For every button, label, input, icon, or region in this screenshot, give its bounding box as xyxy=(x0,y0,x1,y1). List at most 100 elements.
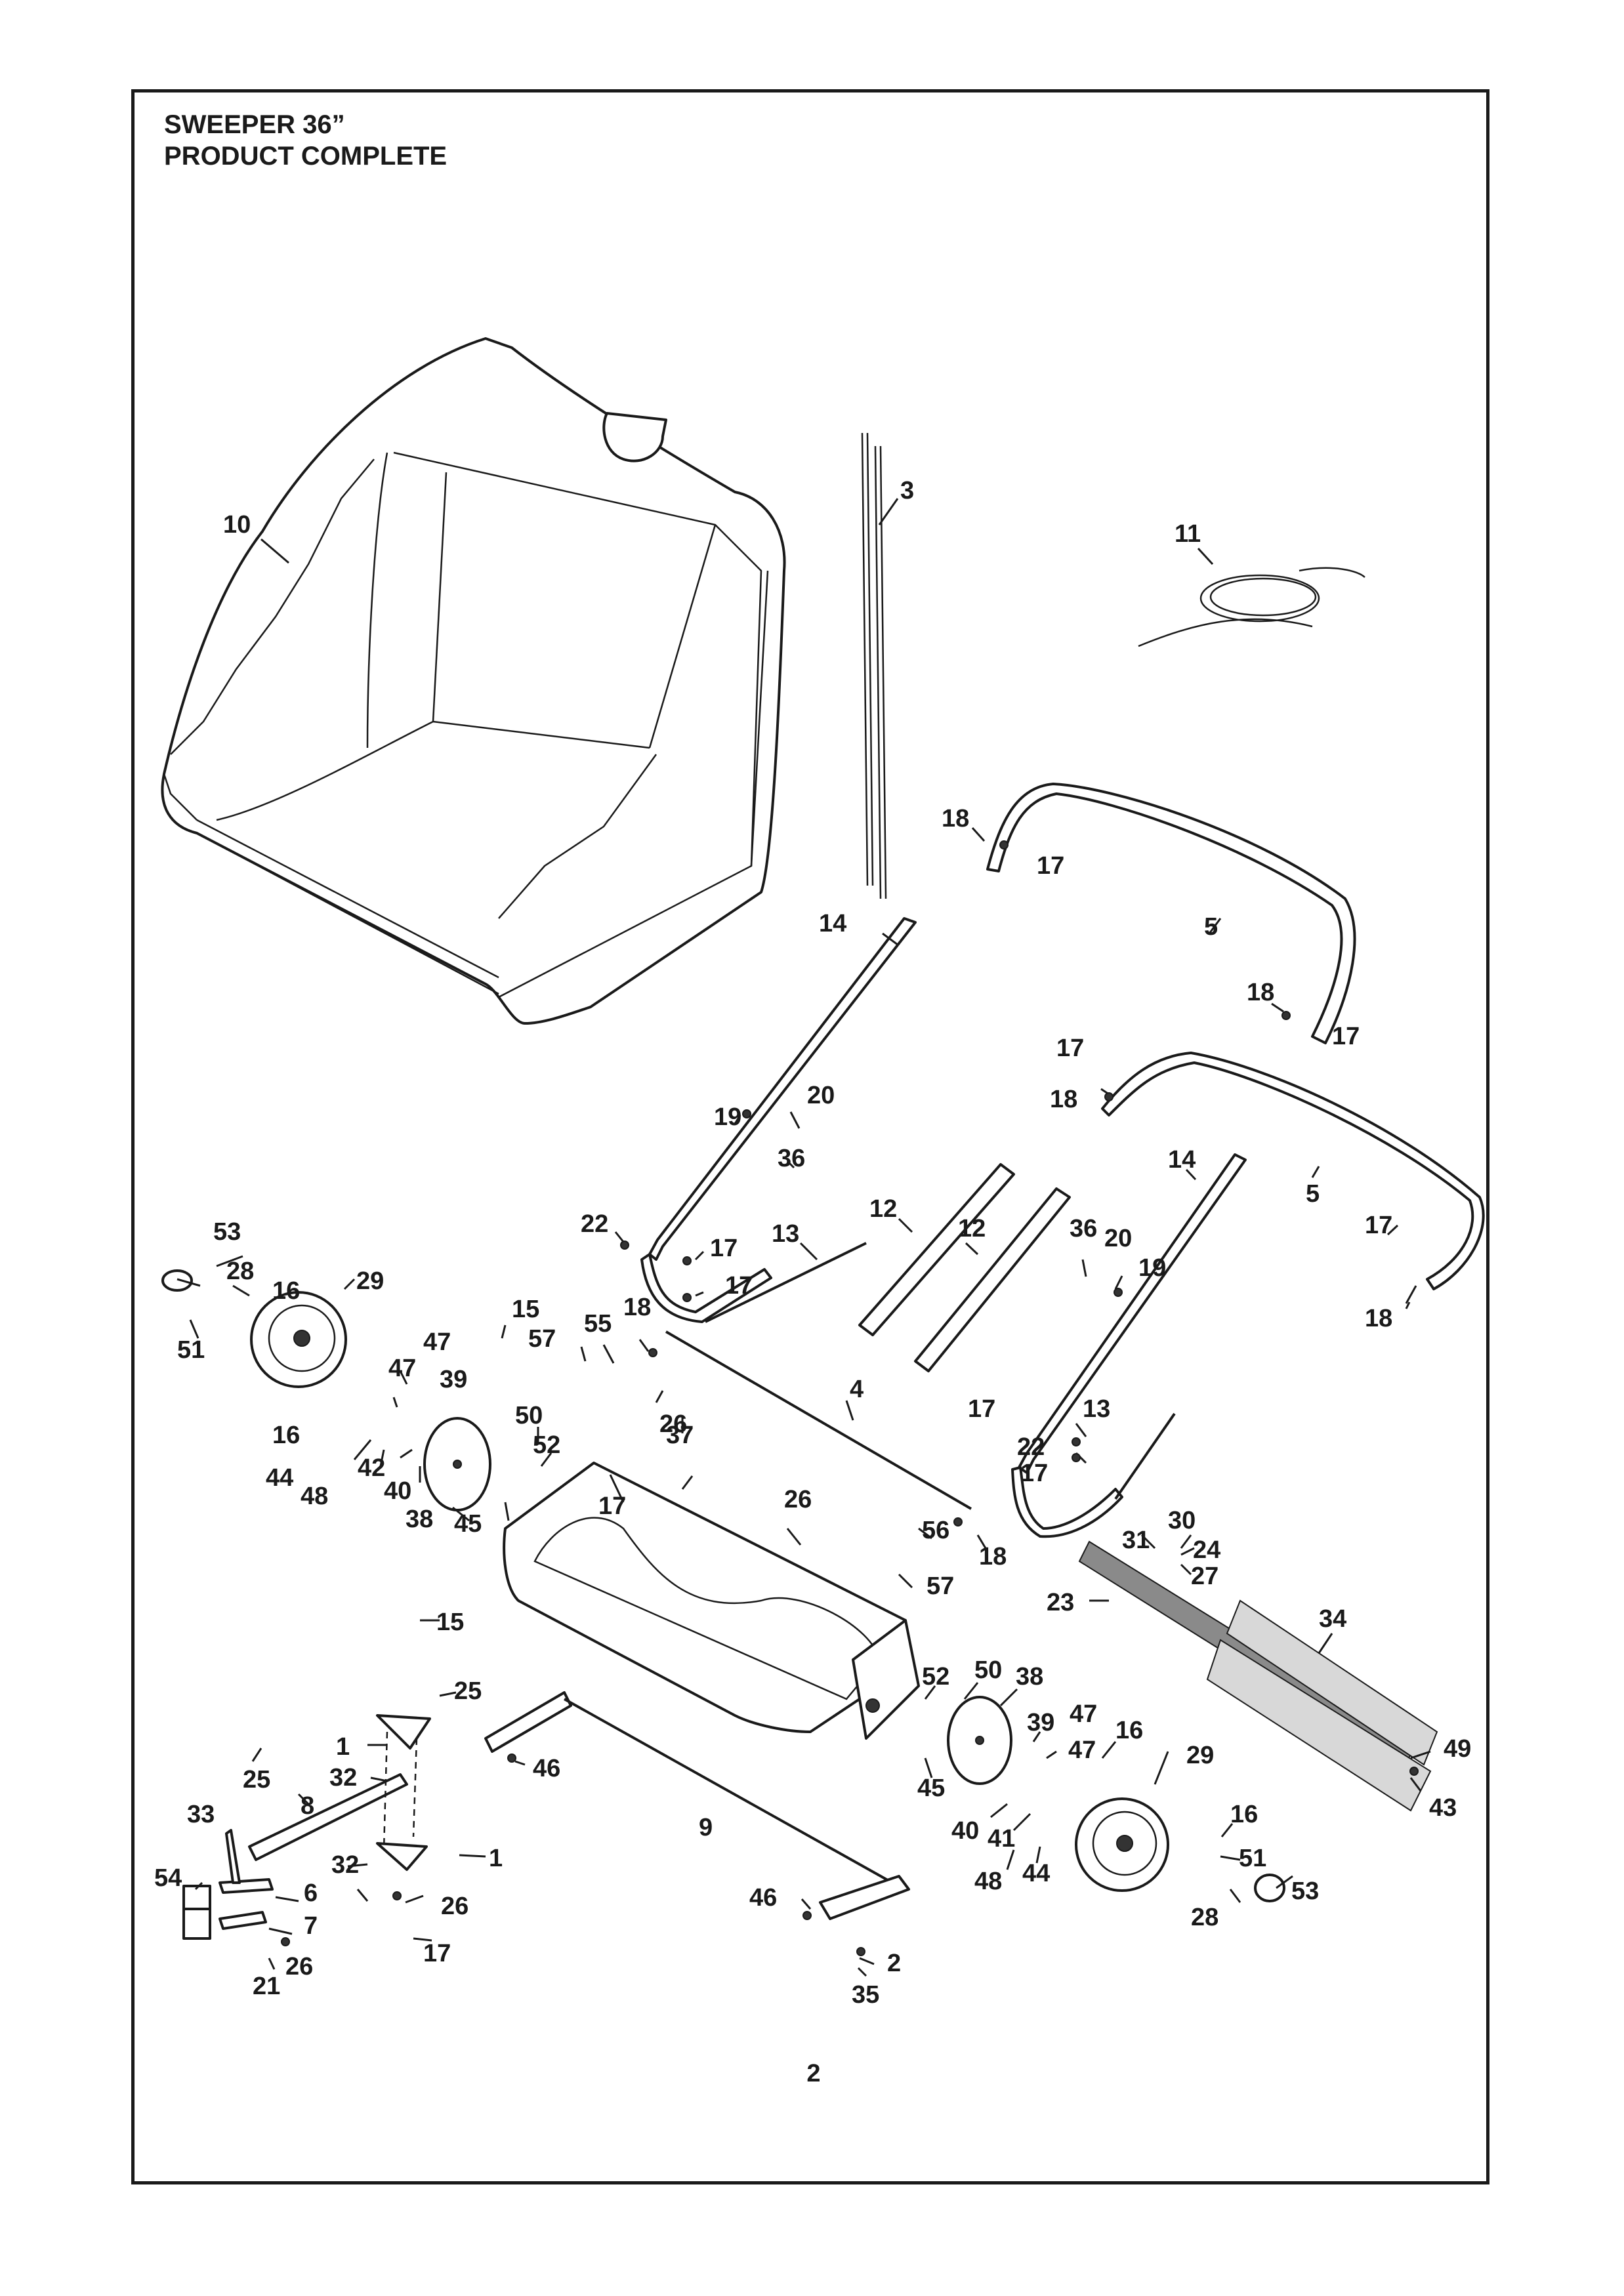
callout-40: 40 xyxy=(384,1477,411,1505)
title-line-2: PRODUCT COMPLETE xyxy=(164,142,448,171)
callout-18: 18 xyxy=(979,1543,1007,1570)
callout-47: 47 xyxy=(388,1355,416,1382)
callout-47: 47 xyxy=(423,1328,451,1356)
callout-42: 42 xyxy=(358,1454,385,1482)
callout-12: 12 xyxy=(958,1215,986,1242)
callout-38: 38 xyxy=(1016,1663,1043,1691)
wheel-right xyxy=(1075,1797,1169,1892)
page-number: 2 xyxy=(806,2060,821,2087)
callout-19: 19 xyxy=(714,1103,741,1131)
callout-17: 17 xyxy=(1056,1035,1084,1062)
callout-10: 10 xyxy=(223,511,251,539)
callout-29: 29 xyxy=(356,1267,384,1295)
callout-49: 49 xyxy=(1444,1735,1471,1763)
callout-6: 6 xyxy=(304,1879,318,1907)
callout-26: 26 xyxy=(285,1953,313,1980)
callout-18: 18 xyxy=(623,1294,651,1321)
callout-45: 45 xyxy=(454,1510,482,1538)
callout-15: 15 xyxy=(512,1296,539,1323)
callout-2: 2 xyxy=(887,1950,901,1977)
callout-18: 18 xyxy=(1247,979,1274,1006)
callout-13: 13 xyxy=(772,1220,799,1248)
callout-17: 17 xyxy=(598,1492,626,1520)
lower-tube-left xyxy=(640,917,917,1323)
callout-17: 17 xyxy=(1332,1023,1360,1050)
callout-52: 52 xyxy=(922,1663,949,1691)
page-border xyxy=(131,89,1489,2184)
callout-20: 20 xyxy=(807,1082,835,1109)
callout-7: 7 xyxy=(304,1912,318,1940)
upper-handle-top xyxy=(986,783,1356,1044)
axle-rod-4 xyxy=(665,1330,972,1510)
callout-4: 4 xyxy=(850,1376,864,1403)
callout-1: 1 xyxy=(489,1845,503,1872)
callout-43: 43 xyxy=(1429,1794,1457,1822)
callout-12: 12 xyxy=(869,1195,897,1223)
callout-53: 53 xyxy=(213,1218,241,1246)
callout-5: 5 xyxy=(1204,913,1218,941)
callout-24: 24 xyxy=(1193,1536,1220,1564)
gear-disc-left-hub xyxy=(453,1460,462,1469)
callout-18: 18 xyxy=(1365,1305,1392,1332)
callout-47: 47 xyxy=(1070,1700,1097,1728)
callout-32: 32 xyxy=(329,1764,357,1792)
callout-17: 17 xyxy=(1365,1212,1392,1239)
callout-31: 31 xyxy=(1122,1527,1150,1554)
brush-housing xyxy=(503,1462,920,1740)
callout-47: 47 xyxy=(1068,1736,1096,1764)
callout-21: 21 xyxy=(253,1973,280,2000)
leader-lines xyxy=(177,498,1431,1977)
callout-17: 17 xyxy=(968,1395,995,1423)
callout-8: 8 xyxy=(301,1792,314,1820)
callout-55: 55 xyxy=(584,1310,612,1338)
callout-14: 14 xyxy=(819,910,846,937)
callout-30: 30 xyxy=(1168,1507,1196,1534)
callout-29: 29 xyxy=(1186,1742,1214,1769)
callout-17: 17 xyxy=(423,1940,451,1967)
hardware-markers xyxy=(281,840,1419,1956)
callout-41: 41 xyxy=(988,1825,1015,1853)
callout-28: 28 xyxy=(1191,1904,1218,1931)
callout-18: 18 xyxy=(1050,1086,1077,1113)
callout-16: 16 xyxy=(1115,1717,1143,1744)
callout-56: 56 xyxy=(922,1517,949,1544)
brace-13-right xyxy=(1114,1412,1176,1500)
callout-35: 35 xyxy=(852,1981,879,2009)
callout-50: 50 xyxy=(515,1402,543,1429)
hopper-bag xyxy=(161,337,786,1025)
callout-14: 14 xyxy=(1168,1146,1196,1174)
gear-disc-right-hub xyxy=(975,1736,984,1745)
callout-9: 9 xyxy=(699,1814,713,1841)
callout-25: 25 xyxy=(454,1677,482,1705)
callout-26: 26 xyxy=(441,1893,468,1920)
cable-coil xyxy=(1138,567,1365,647)
title-line-1: SWEEPER 36” xyxy=(164,110,345,139)
bracket-12-pair xyxy=(858,1163,1071,1372)
callout-23: 23 xyxy=(1047,1589,1074,1616)
wheel-left xyxy=(250,1291,347,1388)
callout-15: 15 xyxy=(436,1609,464,1636)
hub-cap-left xyxy=(161,1269,193,1292)
callout-39: 39 xyxy=(440,1366,467,1393)
callout-11: 11 xyxy=(1175,520,1201,548)
hitch-assembly xyxy=(182,1714,431,1940)
callout-3: 3 xyxy=(900,477,914,504)
callout-17: 17 xyxy=(710,1235,738,1262)
callout-57: 57 xyxy=(528,1325,556,1353)
callout-36: 36 xyxy=(778,1145,805,1172)
callout-22: 22 xyxy=(581,1210,608,1238)
callout-50: 50 xyxy=(974,1656,1002,1684)
hub-cap-right xyxy=(1254,1874,1285,1902)
callout-5: 5 xyxy=(1306,1180,1320,1208)
callout-labels: 10 3 11 18 17 5 14 18 17 17 18 14 5 20 1… xyxy=(154,477,1471,2009)
callout-17: 17 xyxy=(725,1272,753,1300)
callout-57: 57 xyxy=(927,1572,954,1600)
callout-51: 51 xyxy=(1239,1845,1266,1872)
handle-rods xyxy=(861,432,887,899)
callout-32: 32 xyxy=(331,1851,359,1879)
callout-17: 17 xyxy=(1037,852,1064,880)
callout-45: 45 xyxy=(917,1774,945,1802)
callout-44: 44 xyxy=(1022,1860,1050,1887)
callout-16: 16 xyxy=(1230,1801,1258,1828)
